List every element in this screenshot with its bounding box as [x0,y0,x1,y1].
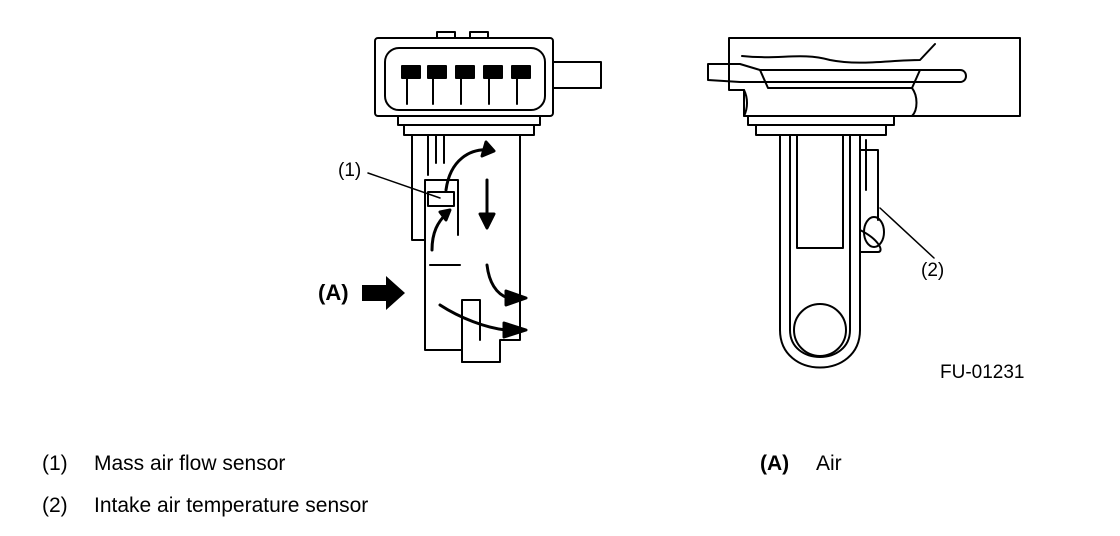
legend-key: (A) [760,452,790,475]
legend-text: Intake air temperature sensor [94,494,369,517]
callout-1: (1) [338,160,362,181]
callout-2: (2) [921,260,945,281]
callout-a: (A) [318,280,349,305]
leader-line-1 [367,172,441,199]
air-direction-arrow [362,276,405,310]
right-sensor-view [707,37,1021,369]
legend-item-2: (2) Intake air temperature sensor [42,494,368,518]
legend-key: (2) [42,494,68,517]
air-flow-arrows [430,140,528,339]
leader-line-2 [879,207,935,259]
figure-id: FU-01231 [940,362,1025,383]
legend-item-1: (1) Mass air flow sensor [42,452,285,476]
left-sensor-view [362,31,602,363]
legend-item-a: (A) Air [760,452,842,476]
legend-key: (1) [42,452,68,475]
legend-text: Mass air flow sensor [94,452,286,475]
legend-text: Air [816,452,842,475]
connector-pins [401,65,531,105]
